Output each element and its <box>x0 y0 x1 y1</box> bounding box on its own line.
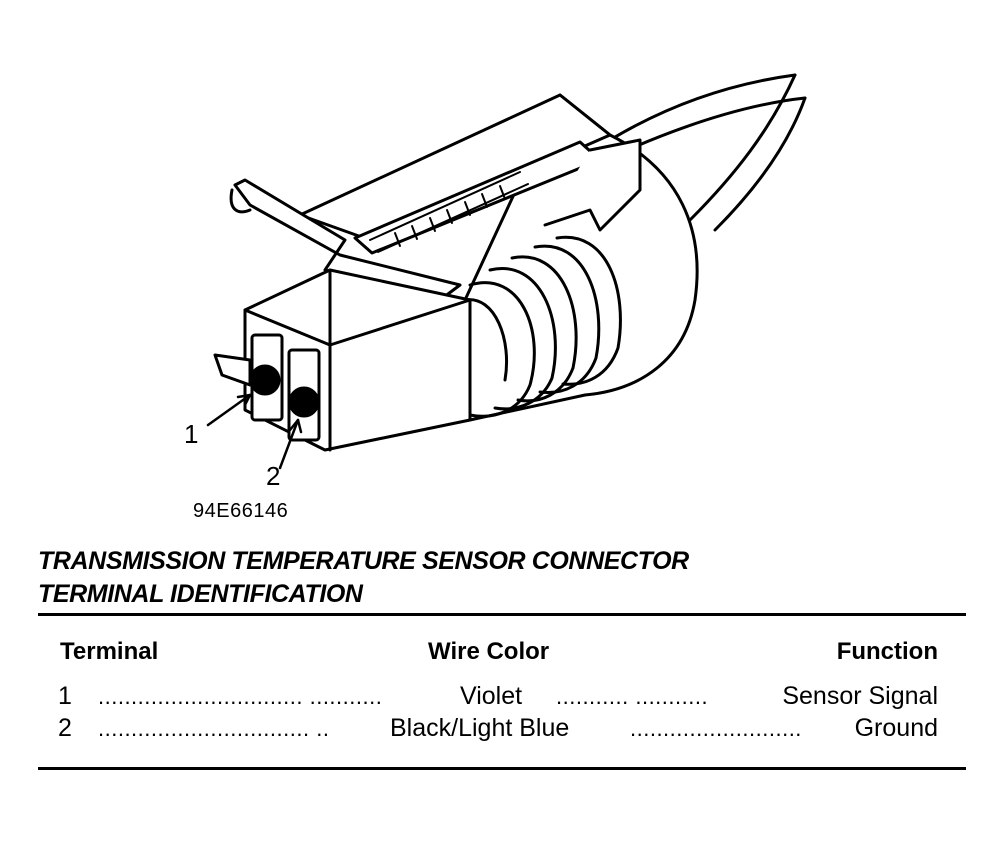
row-function: Sensor Signal <box>782 682 938 710</box>
connector-ribs <box>463 235 622 418</box>
row-function: Ground <box>854 714 938 742</box>
terminal-1-callout: 1 <box>184 419 199 449</box>
terminal-pins <box>249 364 320 418</box>
header-function: Function <box>836 638 938 665</box>
header-wire-color: Wire Color <box>428 638 550 665</box>
terminal-cavities <box>213 333 321 442</box>
figure-id: 94E66146 <box>193 500 289 522</box>
table-top-rule <box>38 613 966 616</box>
row-leader: ............................... ........… <box>98 684 383 709</box>
row-leader: ................................ .. <box>98 716 330 741</box>
row-terminal: 2 <box>58 714 72 742</box>
connector-illustration <box>206 73 807 470</box>
row-leader: .......................... <box>630 716 802 741</box>
row-wire-color: Violet <box>460 682 523 710</box>
terminal-2-callout: 2 <box>266 461 281 491</box>
connector-top-housing <box>298 93 642 255</box>
figure-title-line1: TRANSMISSION TEMPERATURE SENSOR CONNECTO… <box>38 547 689 575</box>
table-bottom-rule <box>38 767 966 770</box>
row-wire-color: Black/Light Blue <box>390 714 570 742</box>
callout-arrows <box>206 393 303 470</box>
row-terminal: 1 <box>58 682 72 710</box>
header-terminal: Terminal <box>60 638 159 665</box>
terminal-slots <box>369 171 529 253</box>
row-leader: ........... ........... <box>556 684 709 709</box>
figure-title-line2: TERMINAL IDENTIFICATION <box>38 580 363 608</box>
